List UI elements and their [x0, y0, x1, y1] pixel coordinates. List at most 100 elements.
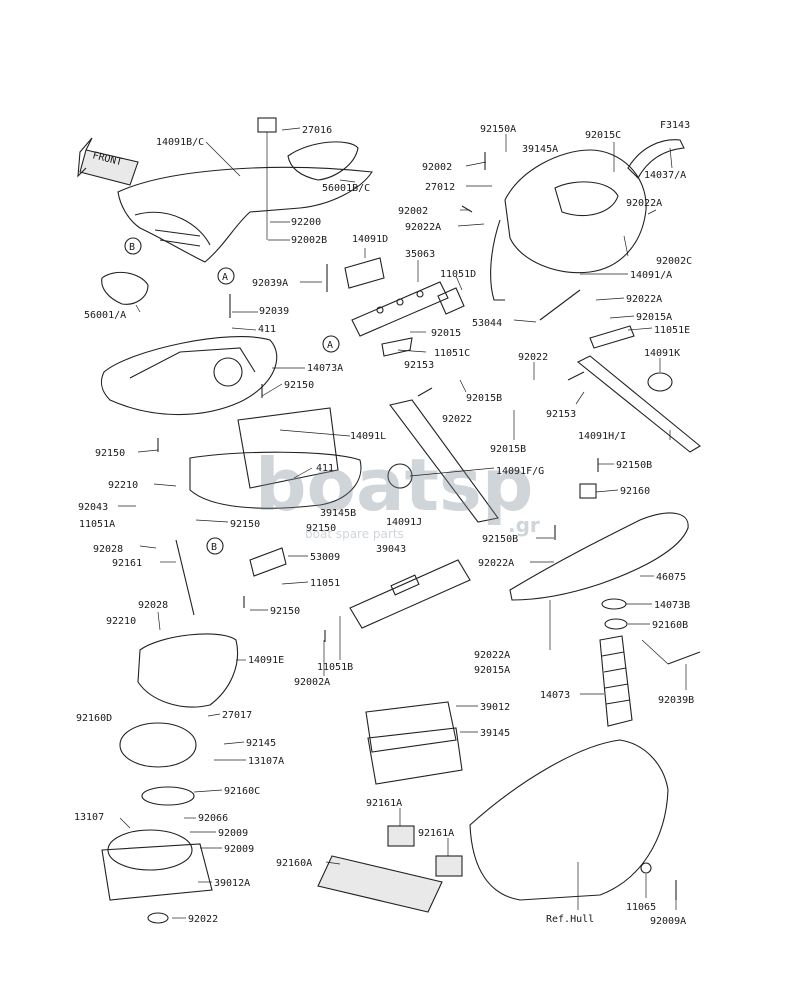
steering-display	[554, 181, 619, 216]
label-13107a: 13107A	[248, 756, 284, 767]
storage-tray-inner	[129, 347, 256, 379]
label-ref-hull: Ref.Hull	[546, 914, 594, 925]
label-11051a: 11051A	[79, 519, 115, 530]
label-92150-e: 92150	[270, 606, 300, 617]
label-14073b: 14073B	[654, 600, 690, 611]
label-92066: 92066	[198, 813, 228, 824]
front-deck-cover-grille	[154, 229, 201, 247]
label-92009-a: 92009	[218, 828, 248, 839]
label-92153-a: 92153	[404, 360, 434, 371]
label-13107: 13107	[74, 812, 104, 823]
front-deck-cover-inner	[134, 211, 211, 246]
leader-lines	[118, 127, 687, 919]
label-92015b-1: 92015B	[466, 393, 502, 404]
label-56001a: 56001/A	[84, 310, 126, 321]
pad-92161A-2	[435, 855, 463, 877]
handle-14091D	[344, 257, 385, 289]
label-14091fg: 14091F/G	[496, 466, 544, 477]
strap-14091FG	[389, 399, 499, 523]
bin-39145	[367, 727, 463, 785]
callouts: A A B B	[124, 237, 340, 555]
label-411-a: 411	[258, 324, 276, 335]
label-14091a: 14091/A	[630, 270, 672, 281]
label-39012a: 39012A	[214, 878, 250, 889]
callout-b-top: B	[124, 237, 142, 255]
label-92039: 92039	[259, 306, 289, 317]
label-92002b: 92002B	[291, 235, 327, 246]
label-92160a: 92160A	[276, 858, 312, 869]
label-92015a-r: 92015A	[474, 665, 510, 676]
label-92039b: 92039B	[658, 695, 694, 706]
label-56001bc: 56001B/C	[322, 183, 370, 194]
cover-14091L	[237, 407, 339, 489]
label-92153-b: 92153	[546, 409, 576, 420]
label-11051: 11051	[310, 578, 340, 589]
label-92022-d: 92022	[188, 914, 218, 925]
duct-14073	[599, 635, 633, 727]
label-39145: 39145	[480, 728, 510, 739]
label-14091k: 14091K	[644, 348, 680, 359]
label-11051e: 11051E	[654, 325, 690, 336]
label-92161: 92161	[112, 558, 142, 569]
label-92210-a: 92210	[108, 480, 138, 491]
label-92015c: 92015C	[585, 130, 621, 141]
label-92161a-2: 92161A	[418, 828, 454, 839]
label-92002-r2: 92002	[398, 206, 428, 217]
watermark: boatsp .gr boat spare parts	[255, 443, 540, 541]
spacer-92160	[579, 483, 597, 499]
pad-92161A-1	[387, 825, 415, 847]
steering-cover	[504, 149, 647, 274]
label-11051b: 11051B	[317, 662, 353, 673]
clip-27016	[257, 117, 277, 133]
seal-92160D	[119, 722, 197, 768]
part-drawings	[77, 117, 701, 924]
ring-92160B	[604, 618, 628, 630]
callout-a-top: A	[217, 267, 235, 285]
label-27016: 27016	[302, 125, 332, 136]
label-92022a-r4: 92022A	[478, 558, 514, 569]
front-arrow	[77, 137, 139, 186]
label-92002a: 92002A	[294, 677, 330, 688]
bracket-14037A	[627, 139, 685, 179]
bolt-symbols	[157, 152, 599, 642]
bracket-11051C	[381, 337, 413, 357]
label-14073a: 14073A	[307, 363, 343, 374]
label-14091j: 14091J	[386, 517, 422, 528]
grommet-11065	[640, 862, 652, 874]
label-92022a-r5: 92022A	[474, 650, 510, 661]
label-92200: 92200	[291, 217, 321, 228]
callout-b-mid-label: B	[211, 542, 217, 553]
label-35063: 35063	[405, 249, 435, 260]
damper-92161	[175, 539, 195, 616]
label-92009a-r: 92009A	[650, 916, 686, 927]
hull-ref	[469, 739, 669, 901]
pin-92039B	[667, 651, 701, 665]
label-92022a-r: 92022A	[405, 222, 441, 233]
label-92150-b: 92150	[95, 448, 125, 459]
mat-strip-14091HI	[576, 355, 701, 453]
callout-b-mid: B	[206, 537, 224, 555]
bucket-39012A	[101, 843, 213, 901]
figure-code: F3143	[660, 120, 690, 131]
latch-53009	[249, 547, 287, 577]
label-92015b-2: 92015B	[490, 444, 526, 455]
label-92039a: 92039A	[252, 278, 288, 289]
washer-92022	[147, 912, 169, 924]
bin-39012	[365, 701, 457, 753]
label-39145a: 39145A	[522, 144, 558, 155]
bracket-11051D	[437, 287, 465, 315]
callout-a-mid: A	[322, 335, 340, 353]
label-92150-d: 92150	[306, 523, 336, 534]
tray-fill-circle	[213, 357, 243, 387]
mirror-right	[287, 141, 359, 181]
label-46075: 46075	[656, 572, 686, 583]
cable-53044	[490, 219, 505, 301]
label-14091e: 14091E	[248, 655, 284, 666]
label-92022-c: 92022	[442, 414, 472, 425]
label-92160d: 92160D	[76, 713, 112, 724]
label-92160c: 92160C	[224, 786, 260, 797]
label-92028-a: 92028	[93, 544, 123, 555]
label-92022a-r3: 92022A	[626, 294, 662, 305]
label-92150a: 92150A	[480, 124, 516, 135]
callout-b-top-label: B	[129, 242, 135, 253]
